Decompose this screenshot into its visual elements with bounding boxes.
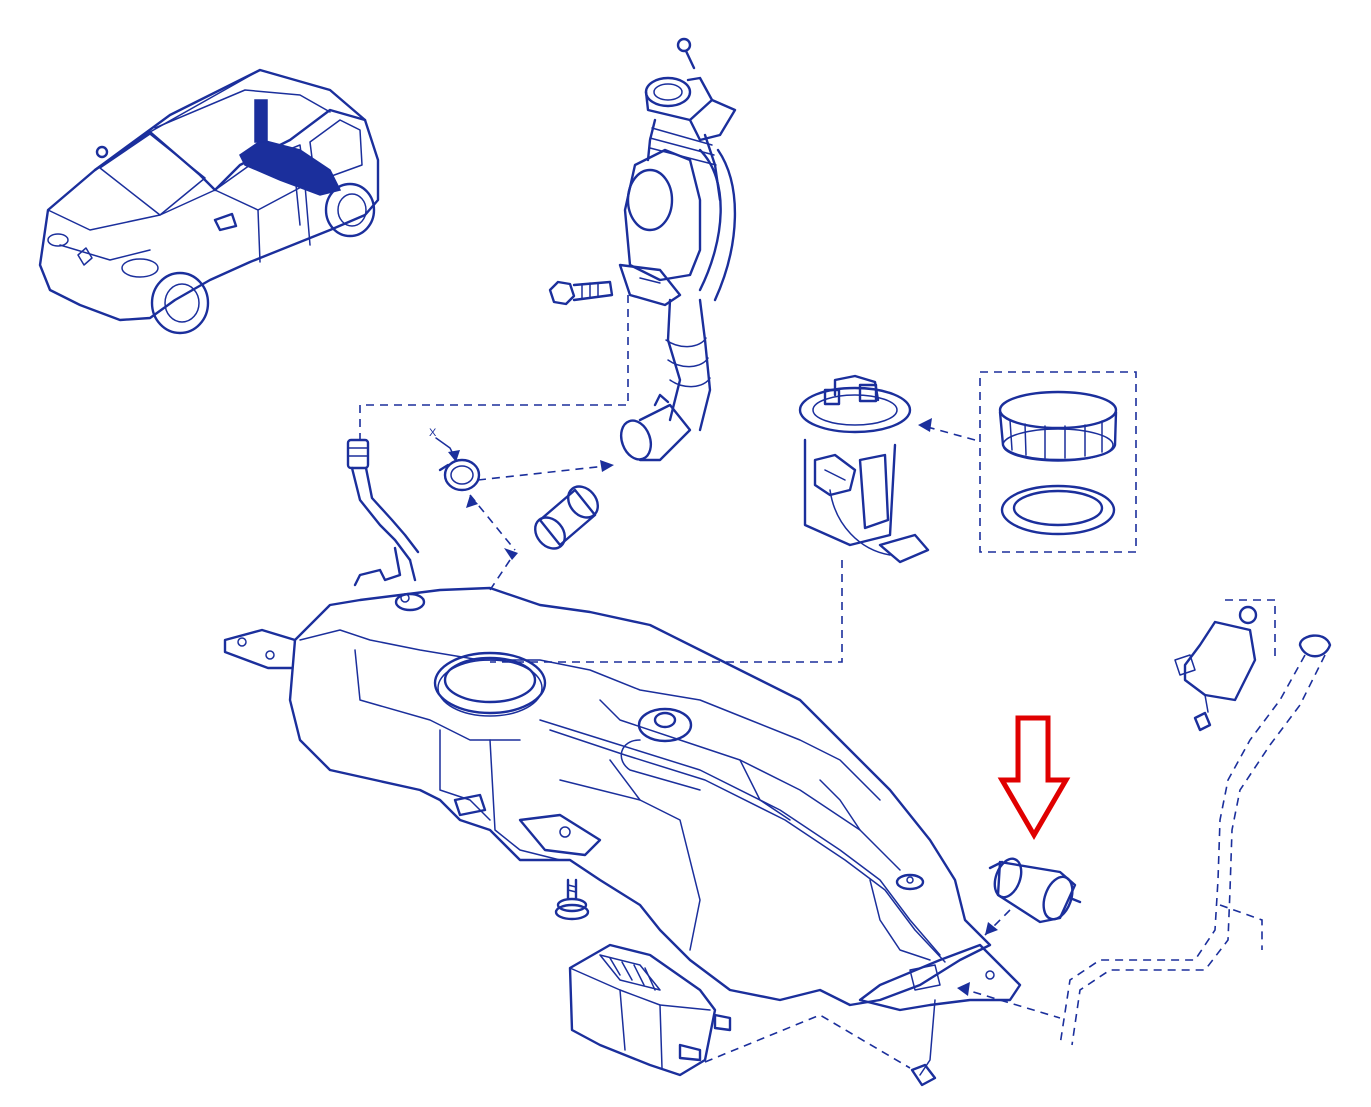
callout-label-x: X — [429, 427, 437, 439]
tank-mounting-bolt — [554, 878, 590, 921]
vent-pipe — [346, 438, 420, 587]
hose-clamp — [438, 458, 481, 492]
fuel-filter — [988, 857, 1082, 924]
car-locator-illustration — [38, 68, 380, 335]
lock-ring-and-seal — [979, 371, 1137, 553]
filler-cap-screw — [676, 37, 696, 70]
lock-ring — [998, 390, 1118, 462]
fuel-pump-seal — [1000, 484, 1116, 536]
fuel-pressure-regulator — [1174, 605, 1258, 732]
filler-neck-assembly — [548, 37, 737, 462]
leader-lines — [359, 295, 1276, 1069]
fuel-supply-line — [1059, 634, 1332, 1046]
fuel-tank — [223, 586, 1022, 1087]
charcoal-canister — [568, 943, 732, 1077]
leader-arrowheads — [448, 418, 998, 996]
fuel-pump-module — [798, 374, 930, 564]
red-highlight-arrow — [997, 715, 1071, 840]
filler-neck-bolt — [548, 280, 614, 306]
rubber-sleeve — [534, 485, 599, 550]
